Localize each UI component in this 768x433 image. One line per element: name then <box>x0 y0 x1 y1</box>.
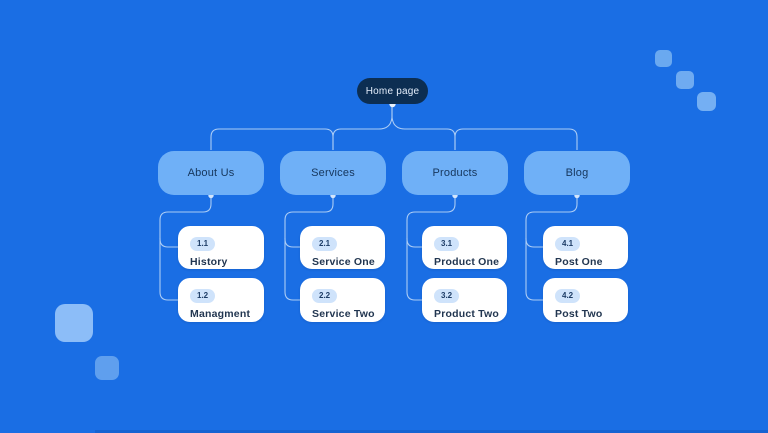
decor-square <box>697 92 716 111</box>
card-managment[interactable]: 1.2 Managment <box>178 278 264 322</box>
card-label: Product Two <box>434 308 500 320</box>
node-about-us[interactable]: About Us <box>158 151 264 195</box>
card-label: Post One <box>555 256 603 268</box>
card-badge: 4.1 <box>555 237 581 251</box>
card-product-two[interactable]: 3.2 Product Two <box>422 278 507 322</box>
card-badge: 2.1 <box>312 237 338 251</box>
node-products[interactable]: Products <box>402 151 508 195</box>
card-badge: 2.2 <box>312 289 338 303</box>
node-home-page[interactable]: Home page <box>357 78 428 104</box>
card-service-one[interactable]: 2.1 Service One <box>300 226 385 269</box>
card-label: Service One <box>312 256 375 268</box>
decor-square <box>655 50 672 67</box>
card-product-one[interactable]: 3.1 Product One <box>422 226 507 269</box>
card-service-two[interactable]: 2.2 Service Two <box>300 278 385 322</box>
decor-square <box>676 71 694 89</box>
card-badge: 1.1 <box>190 237 216 251</box>
card-label: Service Two <box>312 308 375 320</box>
decor-square <box>55 304 93 342</box>
card-badge: 1.2 <box>190 289 216 303</box>
node-blog[interactable]: Blog <box>524 151 630 195</box>
card-badge: 3.2 <box>434 289 460 303</box>
node-services[interactable]: Services <box>280 151 386 195</box>
card-label: Managment <box>190 308 251 320</box>
card-label: History <box>190 256 228 268</box>
card-history[interactable]: 1.1 History <box>178 226 264 269</box>
card-label: Post Two <box>555 308 603 320</box>
card-label: Product One <box>434 256 500 268</box>
decor-square <box>95 356 119 380</box>
card-badge: 4.2 <box>555 289 581 303</box>
bottom-edge-strip <box>95 430 768 433</box>
card-badge: 3.1 <box>434 237 460 251</box>
card-post-one[interactable]: 4.1 Post One <box>543 226 628 269</box>
card-post-two[interactable]: 4.2 Post Two <box>543 278 628 322</box>
